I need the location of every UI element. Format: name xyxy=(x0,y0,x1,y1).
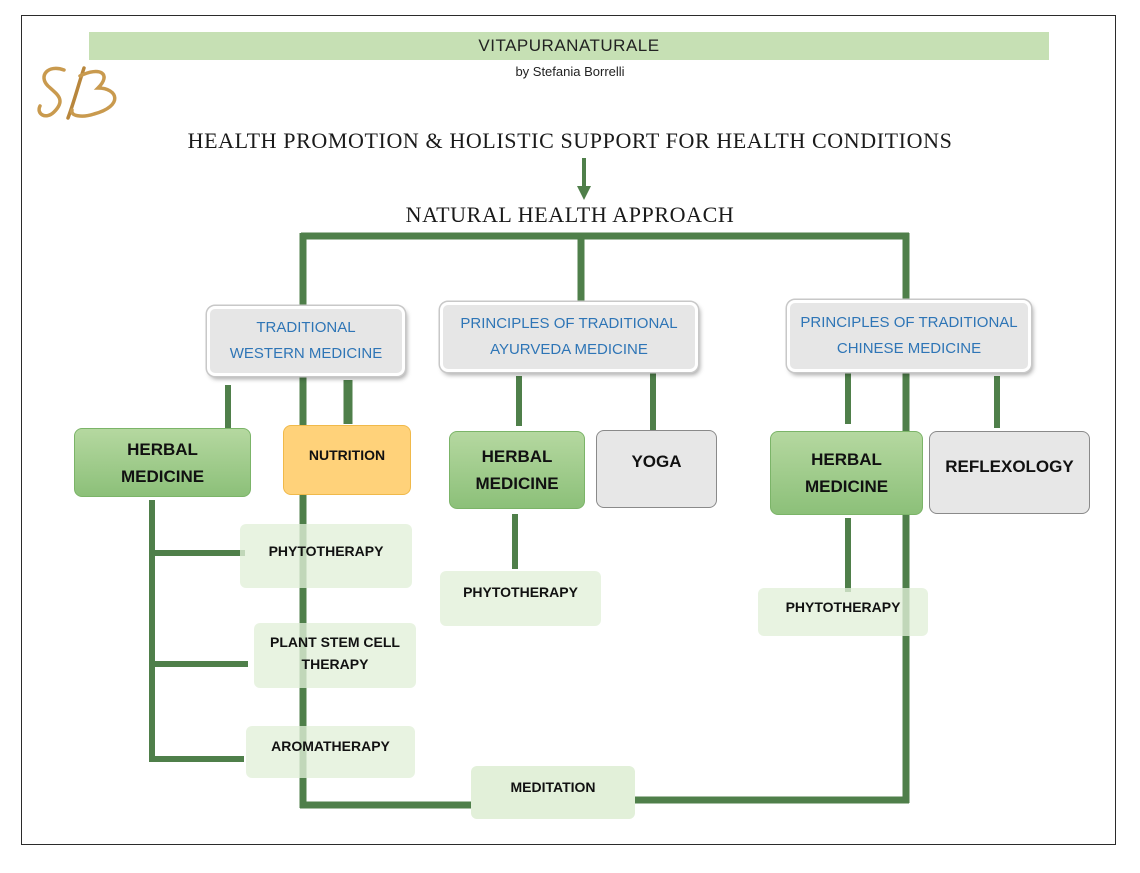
nutrition-label: NUTRITION xyxy=(308,447,386,463)
ayurveda-phytotherapy-label: PHYTOTHERAPY xyxy=(463,583,578,600)
category-chinese-medicine: PRINCIPLES OF TRADITIONAL CHINESE MEDICI… xyxy=(787,300,1031,372)
stem-cell-line2: THERAPY xyxy=(301,655,369,672)
chinese-title-line2: CHINESE MEDICINE xyxy=(836,340,982,357)
ayurveda-title-line2: AYURVEDA MEDICINE xyxy=(490,341,648,358)
byline: by Stefania Borrelli xyxy=(515,64,625,79)
page-frame xyxy=(21,15,1116,845)
chinese-phytotherapy: PHYTOTHERAPY xyxy=(758,588,928,636)
western-plant-stem-cell-therapy: PLANT STEM CELL THERAPY xyxy=(254,623,416,688)
category-ayurveda-medicine: PRINCIPLES OF TRADITIONAL AYURVEDA MEDIC… xyxy=(440,302,698,372)
western-herbal-line1: HERBAL xyxy=(127,439,198,459)
category-western-medicine: TRADITIONAL WESTERN MEDICINE xyxy=(207,306,405,376)
reflexology-label: REFLEXOLOGY xyxy=(945,456,1074,476)
approach-title: NATURAL HEALTH APPROACH xyxy=(405,202,735,227)
yoga-label: YOGA xyxy=(631,452,682,471)
chinese-herbal-line2: MEDICINE xyxy=(804,477,889,496)
chinese-herbal-medicine: HERBAL MEDICINE xyxy=(770,431,923,515)
ayurveda-herbal-line1: HERBAL xyxy=(481,447,553,466)
western-title-line2: WESTERN MEDICINE xyxy=(229,345,383,362)
western-phytotherapy: PHYTOTHERAPY xyxy=(240,524,412,588)
meditation: MEDITATION xyxy=(471,766,635,819)
western-herbal-line2: MEDICINE xyxy=(120,466,205,486)
western-aromatherapy: AROMATHERAPY xyxy=(246,726,415,778)
chinese-herbal-line1: HERBAL xyxy=(811,450,882,469)
title-arrow-head xyxy=(577,186,591,200)
chinese-phytotherapy-label: PHYTOTHERAPY xyxy=(785,599,901,615)
sb-logo: SB xyxy=(37,66,117,120)
ayurveda-phytotherapy: PHYTOTHERAPY xyxy=(440,571,601,626)
brand-title: VITAPURANATURALE xyxy=(478,36,660,55)
meditation-label: MEDITATION xyxy=(510,778,596,795)
stem-cell-line1: PLANT STEM CELL xyxy=(270,633,400,650)
ayurveda-title-line1: PRINCIPLES OF TRADITIONAL xyxy=(460,315,678,332)
ayurveda-yoga: YOGA xyxy=(596,430,717,508)
western-nutrition: NUTRITION xyxy=(283,425,411,495)
ayurveda-herbal-medicine: HERBAL MEDICINE xyxy=(449,431,585,509)
western-phytotherapy-label: PHYTOTHERAPY xyxy=(268,543,384,559)
brand-banner: VITAPURANATURALE xyxy=(89,32,1049,60)
chinese-title-line1: PRINCIPLES OF TRADITIONAL xyxy=(800,314,1018,331)
aromatherapy-label: AROMATHERAPY xyxy=(271,738,390,754)
main-title: HEALTH PROMOTION & HOLISTIC SUPPORT FOR … xyxy=(187,128,953,153)
western-title-line1: TRADITIONAL xyxy=(256,319,356,336)
ayurveda-herbal-line2: MEDICINE xyxy=(475,474,559,493)
western-herbal-medicine: HERBAL MEDICINE xyxy=(74,428,251,497)
chinese-reflexology: REFLEXOLOGY xyxy=(929,431,1090,514)
